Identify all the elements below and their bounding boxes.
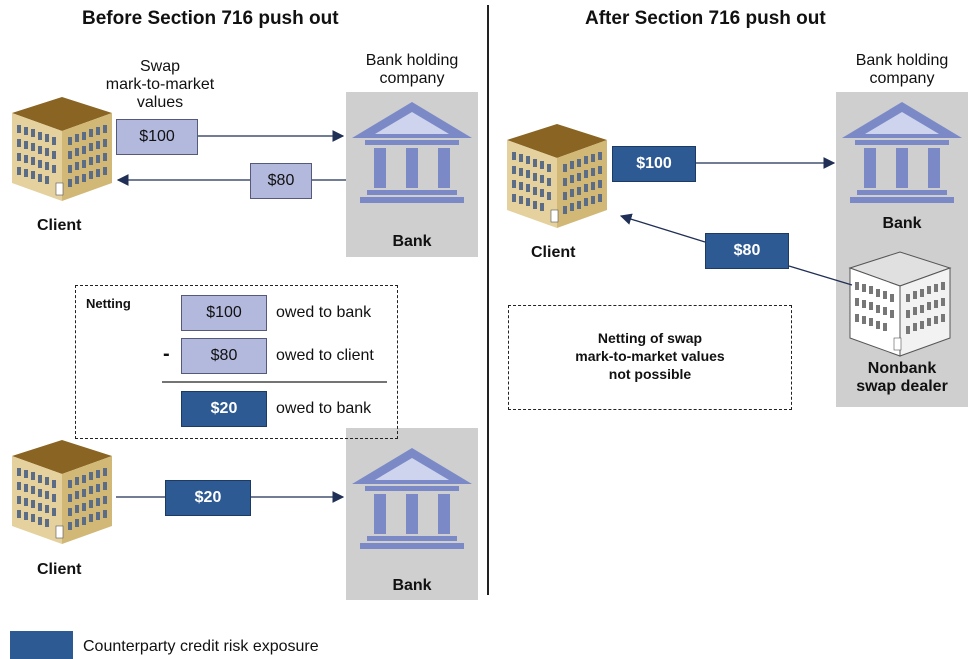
amount-100-box: $100 — [116, 119, 198, 155]
nonbank-building-icon — [848, 251, 952, 357]
client-label-bottom-left: Client — [37, 561, 82, 578]
client-label-top-left: Client — [37, 217, 82, 234]
section-divider — [487, 5, 489, 595]
bank-icon-bottom-left — [352, 448, 472, 549]
arrow-right-80-line — [788, 265, 853, 286]
netting-title: Netting — [86, 296, 131, 311]
netting-row2-text: owed to client — [276, 347, 374, 364]
no-netting-text: Netting of swap mark-to-market values no… — [575, 330, 725, 382]
bank-icon-right — [842, 102, 962, 203]
netting-box — [75, 285, 398, 439]
right-amount-100-box: $100 — [612, 146, 696, 182]
legend-swatch — [10, 631, 73, 659]
amount-80-box: $80 — [250, 163, 312, 199]
nonbank-label: Nonbank swap dealer — [856, 360, 948, 395]
swap-mtm-label: Swap mark-to-market values — [105, 58, 215, 111]
netting-row3-amount: $20 — [181, 391, 267, 427]
netting-row2-amount: $80 — [181, 338, 267, 374]
bank-label-right: Bank — [882, 215, 922, 232]
netting-row1-text: owed to bank — [276, 304, 372, 321]
client-building-icon-2 — [11, 439, 113, 545]
before-title: Before Section 716 push out — [82, 8, 339, 29]
bank-icon-top-left — [352, 102, 472, 203]
bhc-label-right: Bank holding company — [855, 52, 949, 87]
client-building-icon-3 — [506, 123, 608, 229]
arrow-right-80-to-client — [619, 213, 706, 243]
no-netting-box — [508, 305, 792, 410]
netting-row1-amount: $100 — [181, 295, 267, 331]
netting-minus: - — [163, 343, 170, 365]
client-label-right: Client — [531, 244, 576, 261]
netting-row3-text: owed to bank — [276, 400, 372, 417]
client-building-icon — [11, 96, 113, 202]
bank-label-top-left: Bank — [392, 233, 432, 250]
right-amount-80-box: $80 — [705, 233, 789, 269]
bank-label-bottom-left: Bank — [392, 577, 432, 594]
amount-20-box: $20 — [165, 480, 251, 516]
bhc-label-left: Bank holding company — [365, 52, 459, 87]
after-title: After Section 716 push out — [585, 8, 826, 29]
legend-text: Counterparty credit risk exposure — [83, 638, 319, 655]
